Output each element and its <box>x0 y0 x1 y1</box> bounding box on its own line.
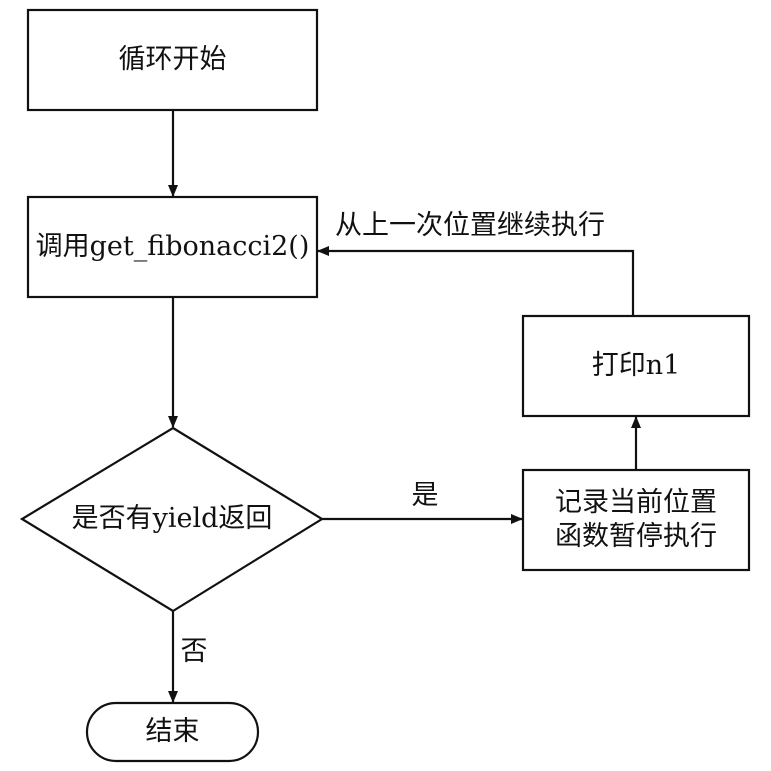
arrow-print-to-call <box>317 246 635 316</box>
no-edge-label: 否 <box>180 636 208 668</box>
record-line-2: 函数暂停执行 <box>555 521 717 552</box>
print-label: 打印n1 <box>591 350 681 382</box>
yes-edge-label: 是 <box>411 480 439 512</box>
resume-edge-label: 从上一次位置继续执行 <box>335 210 605 242</box>
decision-label: 是否有yield返回 <box>71 503 273 535</box>
start-label: 循环开始 <box>118 44 227 76</box>
call-label: 调用get_fibonacci2() <box>35 231 310 263</box>
end-label: 结束 <box>145 716 200 748</box>
end-terminal <box>85 701 260 763</box>
record-label: 记录当前位置 函数暂停执行 <box>523 470 749 570</box>
record-line-1: 记录当前位置 <box>555 487 717 519</box>
